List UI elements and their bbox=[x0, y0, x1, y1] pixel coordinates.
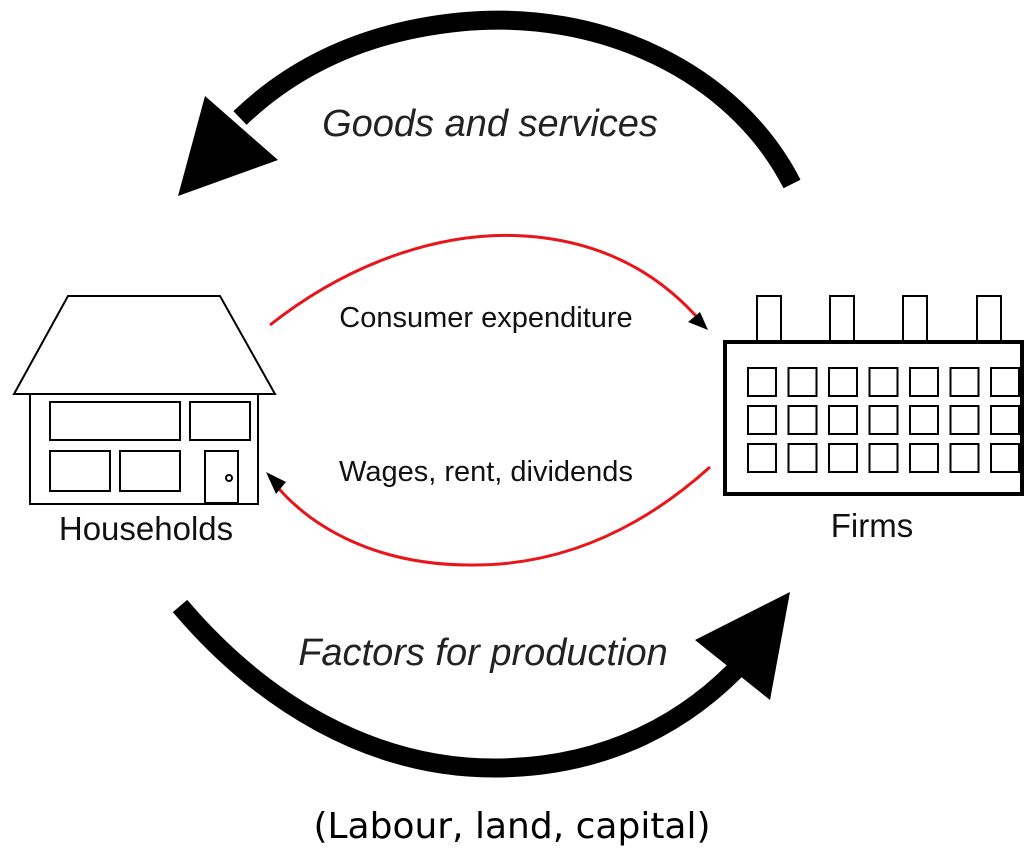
factory-window bbox=[828, 405, 858, 435]
factors-production-arrow bbox=[172, 592, 790, 778]
factory-window bbox=[949, 443, 980, 473]
consumer-expenditure-label: Consumer expenditure bbox=[339, 302, 632, 334]
goods-services-arrow bbox=[178, 10, 801, 196]
factory-window bbox=[949, 367, 980, 397]
factory-window bbox=[949, 405, 980, 435]
factors-production-label: Factors for production bbox=[298, 632, 668, 674]
factory-window bbox=[828, 443, 858, 473]
factory-window bbox=[868, 443, 899, 473]
factory-window bbox=[787, 367, 818, 397]
consumer-expenditure-arrow bbox=[269, 233, 708, 330]
wages-rent-dividends-arrow bbox=[266, 465, 712, 567]
factors-note-label: (Labour, land, capital) bbox=[313, 806, 710, 847]
factory-window bbox=[747, 367, 777, 397]
firm-factory-icon bbox=[723, 295, 1024, 496]
factory-window bbox=[990, 367, 1020, 397]
firms-label: Firms bbox=[831, 507, 913, 544]
households-label: Households bbox=[59, 510, 233, 547]
factory-window bbox=[828, 367, 858, 397]
factory-window bbox=[787, 443, 818, 473]
factory-window bbox=[909, 405, 939, 435]
factory-window bbox=[909, 367, 939, 397]
goods-services-label: Goods and services bbox=[322, 103, 658, 145]
household-house-icon bbox=[12, 295, 277, 505]
factory-window bbox=[747, 405, 777, 435]
factory-window bbox=[868, 405, 899, 435]
factory-window bbox=[787, 405, 818, 435]
factory-window bbox=[990, 405, 1020, 435]
factory-window bbox=[990, 443, 1020, 473]
factory-window bbox=[747, 443, 777, 473]
factory-window bbox=[909, 443, 939, 473]
factory-window bbox=[868, 367, 899, 397]
wages-rent-dividends-label: Wages, rent, dividends bbox=[339, 456, 633, 488]
